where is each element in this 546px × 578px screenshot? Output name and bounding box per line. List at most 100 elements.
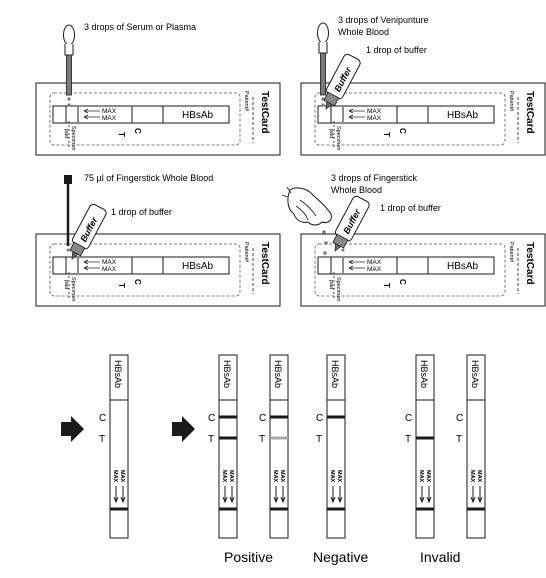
arrowhead-icon bbox=[280, 496, 286, 504]
card-patient-label: Patient# bbox=[243, 91, 249, 112]
strip-max-label: MAX bbox=[329, 470, 335, 483]
strip-max-label: MAX bbox=[119, 470, 125, 483]
arrowhead-icon bbox=[113, 496, 119, 504]
card-fingerstick-pipette: MAX MAX C T HBsAb Specimen pad Patient# … bbox=[35, 233, 281, 307]
strip-t-label: T bbox=[99, 434, 105, 445]
strip-c-label: C bbox=[456, 413, 463, 424]
card-analyte: HBsAb bbox=[447, 110, 479, 121]
arrowhead-icon bbox=[337, 496, 343, 504]
arrowhead-icon bbox=[330, 496, 336, 504]
strip-max-label: MAX bbox=[476, 470, 482, 483]
card-max-label: MAX bbox=[102, 266, 117, 273]
dropper-icon bbox=[63, 24, 75, 107]
buffer-note-fingerstick-drops: 1 drop of buffer bbox=[380, 203, 441, 213]
arrowhead-icon bbox=[273, 496, 279, 504]
card-t-label: T bbox=[382, 132, 391, 137]
arrow-right-icon bbox=[61, 416, 84, 442]
card-analyte: HBsAb bbox=[447, 261, 479, 272]
card-specimen-label: Specimen bbox=[70, 126, 76, 150]
card-analyte: HBsAb bbox=[182, 261, 214, 272]
strip-t-label: T bbox=[208, 434, 214, 445]
strip-t-label: T bbox=[316, 434, 322, 445]
arrowhead-icon bbox=[477, 496, 483, 504]
strip-max-label: MAX bbox=[418, 470, 424, 483]
card-specimen-label: Specimen bbox=[70, 277, 76, 301]
card-c-label: C bbox=[398, 128, 407, 134]
arrowhead-icon bbox=[229, 496, 235, 504]
strip-c-label: C bbox=[316, 413, 323, 424]
strip-t-label: T bbox=[405, 434, 411, 445]
dropper-icon bbox=[317, 22, 329, 107]
strip-c-label: C bbox=[259, 413, 266, 424]
strip-max-label: MAX bbox=[112, 470, 118, 483]
strip-max-label: MAX bbox=[228, 470, 234, 483]
card-brand: TestCard bbox=[259, 242, 270, 285]
strip-c-label: C bbox=[99, 413, 106, 424]
card-c-label: C bbox=[398, 279, 407, 285]
card-max-label: MAX bbox=[102, 108, 117, 115]
caption-venipuncture: 3 drops of Venipunture bbox=[338, 15, 429, 25]
card-patient-label: Patient# bbox=[243, 242, 249, 263]
pipette-icon bbox=[64, 175, 72, 252]
strip-analyte-label: HBsAb bbox=[113, 360, 123, 388]
card-pad-label: pad bbox=[328, 129, 334, 138]
card-venipuncture: MAX MAX C T HBsAb Specimen pad Patient# … bbox=[300, 82, 546, 156]
arrowhead-icon bbox=[222, 496, 228, 504]
card-pad-label: pad bbox=[63, 129, 69, 138]
card-brand: TestCard bbox=[524, 242, 535, 285]
card-brand: TestCard bbox=[524, 91, 535, 134]
arrowhead-icon bbox=[426, 496, 432, 504]
arrowhead-icon bbox=[470, 496, 476, 504]
strip-analyte-label: HBsAb bbox=[470, 360, 480, 388]
card-patient-label: Patient# bbox=[508, 242, 514, 263]
card-max-label: MAX bbox=[102, 259, 117, 266]
card-analyte: HBsAb bbox=[182, 110, 214, 121]
card-c-label: C bbox=[133, 128, 142, 134]
group-label-invalid: Invalid bbox=[420, 549, 460, 565]
card-c-label: C bbox=[133, 279, 142, 285]
card-t-label: T bbox=[117, 132, 126, 137]
card-pad-label: pad bbox=[63, 280, 69, 289]
card-t-label: T bbox=[117, 283, 126, 288]
buffer-note-venipuncture: 1 drop of buffer bbox=[366, 45, 427, 55]
arrowhead-icon bbox=[419, 496, 425, 504]
buffer-bottle-icon: Buffer bbox=[332, 195, 370, 252]
card-max-label: MAX bbox=[367, 266, 382, 273]
group-label-negative: Negative bbox=[313, 549, 368, 565]
card-serum: MAX MAX C T HBsAb Specimen pad Patient# … bbox=[35, 82, 281, 156]
card-specimen-label: Specimen bbox=[335, 126, 341, 150]
arrow-right-icon bbox=[172, 416, 195, 442]
strip-c-label: C bbox=[405, 413, 412, 424]
caption-fingerstick-drops-2: Whole Blood bbox=[331, 185, 382, 195]
strip-c-label: C bbox=[208, 413, 215, 424]
strip-analyte-label: HBsAb bbox=[419, 360, 429, 388]
card-max-label: MAX bbox=[367, 115, 382, 122]
strip-analyte-label: HBsAb bbox=[222, 360, 232, 388]
strip-max-label: MAX bbox=[425, 470, 431, 483]
buffer-bottle-icon: Buffer bbox=[323, 53, 361, 110]
card-patient-label: Patient# bbox=[508, 91, 514, 112]
card-brand: TestCard bbox=[259, 91, 270, 134]
strip-max-label: MAX bbox=[469, 470, 475, 483]
caption-serum: 3 drops of Serum or Plasma bbox=[84, 22, 196, 32]
card-specimen-label: Specimen bbox=[335, 277, 341, 301]
buffer-note-fingerstick-pipette: 1 drop of buffer bbox=[111, 207, 172, 217]
finger-icon bbox=[281, 186, 332, 255]
strip-analyte-label: HBsAb bbox=[273, 360, 283, 388]
strip-t-label: T bbox=[259, 434, 265, 445]
card-max-label: MAX bbox=[102, 115, 117, 122]
strip-max-label: MAX bbox=[272, 470, 278, 483]
group-label-positive: Positive bbox=[224, 549, 273, 565]
strip-t-label: T bbox=[456, 434, 462, 445]
card-t-label: T bbox=[382, 283, 391, 288]
card-pad-label: pad bbox=[328, 280, 334, 289]
strip-analyte-label: HBsAb bbox=[330, 360, 340, 388]
